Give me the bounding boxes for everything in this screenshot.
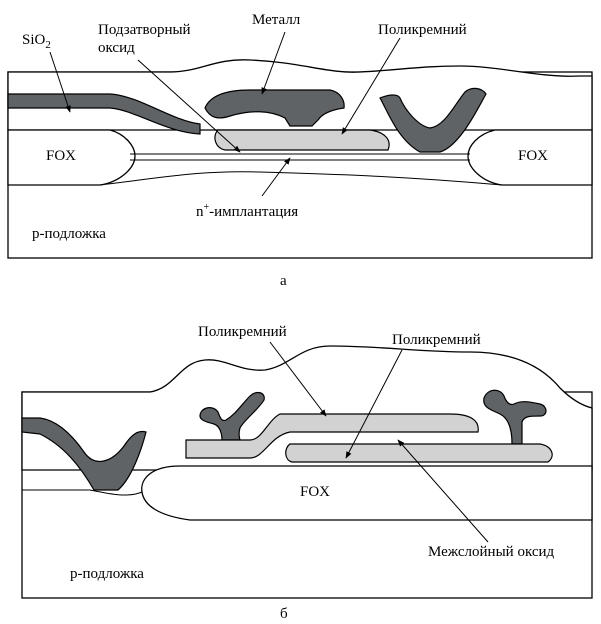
- polysilicon-gate-a: [214, 129, 390, 151]
- fox-right-a: [467, 129, 593, 186]
- metal-label-a: Металл: [252, 12, 301, 28]
- caption-a: а: [280, 273, 287, 289]
- top-oxide-b: [21, 345, 593, 471]
- metal-film-left-a: [7, 93, 201, 135]
- poly-lower-leader-b: [345, 349, 403, 459]
- implant-label-a: n+-имплантация: [196, 202, 298, 220]
- diagram-b: Поликремний Поликремний FOX Межслойный о…: [21, 324, 593, 622]
- caption-b: б: [280, 606, 288, 622]
- metal-leader-a: [261, 31, 286, 95]
- metal-via-right-a: [379, 87, 487, 153]
- substrate-boundary-b: [22, 489, 143, 496]
- polysilicon-label-2-b: Поликремний: [392, 332, 481, 348]
- polysilicon-upper-b: [185, 413, 479, 459]
- interlayer-oxide-label-b: Межслойный оксид: [428, 544, 555, 560]
- poly-upper-leader-b: [269, 341, 327, 417]
- fox-left-label-a: FOX: [46, 148, 76, 164]
- fox-label-b: FOX: [300, 484, 330, 500]
- substrate-label-a: p-подложка: [32, 226, 106, 242]
- polysilicon-label-1-b: Поликремний: [198, 324, 287, 340]
- diagram-a: SiO2 Подзатворный оксид Металл Поликремн…: [7, 12, 593, 289]
- polysilicon-label-a: Поликремний: [378, 22, 467, 38]
- gate-oxide-label-line2-a: оксид: [98, 40, 135, 56]
- sio2-label-a: SiO2: [22, 32, 51, 51]
- substrate-label-b: p-подложка: [70, 566, 144, 582]
- fox-right-label-a: FOX: [518, 148, 548, 164]
- fox-b: [141, 465, 593, 521]
- polysilicon-lower-b: [285, 443, 553, 463]
- sio2-leader-a: [49, 51, 71, 113]
- metal-contact-a: [204, 89, 345, 127]
- metal-contact-left-b: [199, 391, 265, 441]
- metal-contact-right-b: [483, 389, 547, 445]
- implant-leader-a: [261, 157, 291, 197]
- gate-oxide-a: [130, 153, 470, 161]
- metal-via-left-b: [21, 417, 147, 491]
- fox-left-a: [7, 129, 136, 186]
- poly-leader-a: [341, 37, 401, 135]
- implant-boundary-a: [99, 171, 503, 186]
- gate-oxide-leader-a: [137, 59, 241, 153]
- interlayer-oxide-leader-b: [397, 439, 489, 543]
- gate-oxide-label-line1-a: Подзатворный: [98, 22, 191, 38]
